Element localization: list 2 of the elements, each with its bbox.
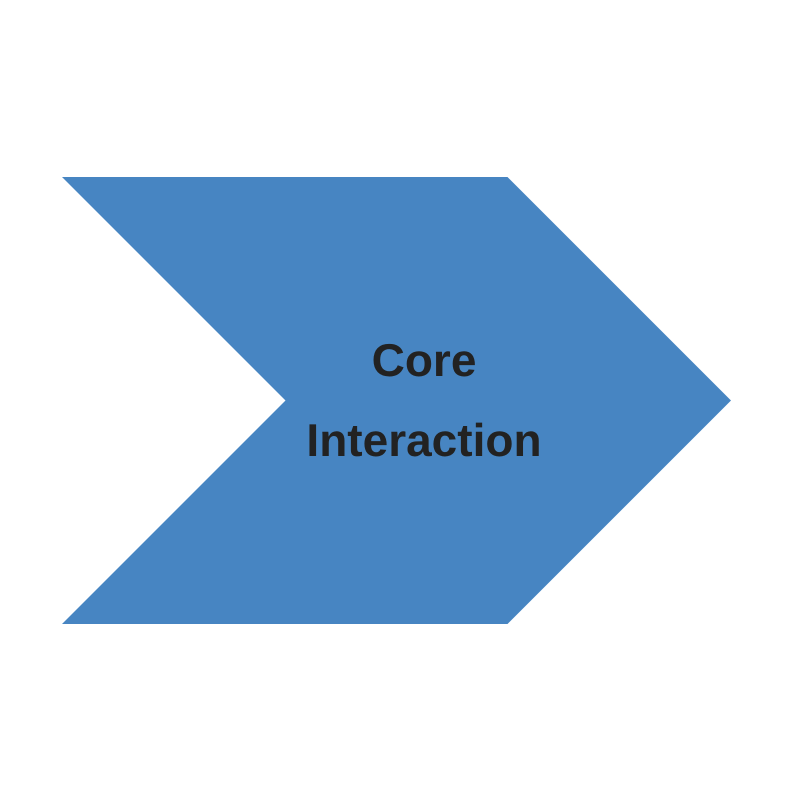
chevron-label: Core Interaction bbox=[305, 333, 543, 468]
chevron-shape bbox=[62, 177, 731, 624]
